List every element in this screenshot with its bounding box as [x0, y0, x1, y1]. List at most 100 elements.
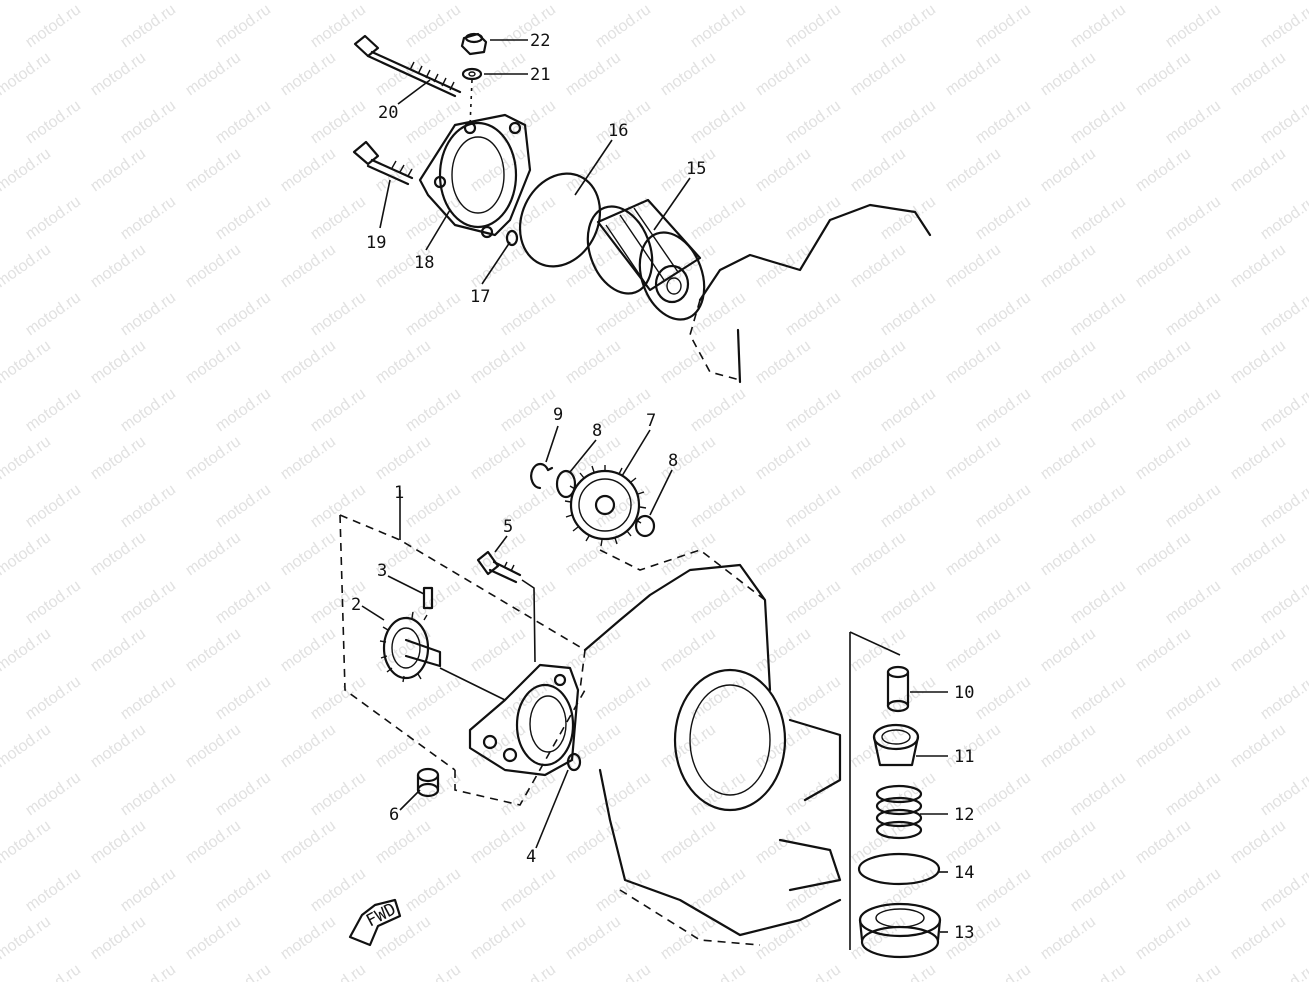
oil-filter-15: [586, 198, 706, 321]
watermark-text: motod.ru: [563, 337, 624, 387]
watermark-text: motod.ru: [688, 961, 749, 982]
watermark-text: motod.ru: [973, 481, 1034, 531]
watermark-text: motod.ru: [878, 97, 939, 147]
watermark-text: motod.ru: [688, 673, 749, 723]
leader-lines: [361, 39, 948, 933]
watermark-text: motod.ru: [658, 433, 719, 483]
watermark-text: motod.ru: [753, 241, 814, 291]
watermark-text: motod.ru: [1228, 145, 1289, 195]
callout-2: 2: [351, 595, 361, 615]
watermark-text: motod.ru: [1038, 529, 1099, 579]
pump-gear-2: [379, 611, 442, 683]
watermark-text: motod.ru: [468, 721, 529, 771]
watermark-text: motod.ru: [278, 625, 339, 675]
watermark-text: motod.ru: [1038, 337, 1099, 387]
callout-10: 10: [954, 683, 974, 703]
callout-8-lower: 8: [668, 451, 678, 471]
watermark-text: motod.ru: [23, 961, 84, 982]
watermark-text: motod.ru: [943, 529, 1004, 579]
watermark-text: motod.ru: [1163, 289, 1224, 339]
watermark-text: motod.ru: [1228, 625, 1289, 675]
watermark-text: motod.ru: [118, 769, 179, 819]
watermark-text: motod.ru: [1258, 769, 1309, 819]
cap-13: [858, 902, 942, 959]
bolt-5-axis-line: [521, 579, 536, 663]
watermark-text: motod.ru: [783, 481, 844, 531]
watermark-text: motod.ru: [848, 529, 909, 579]
watermark-text: motod.ru: [1068, 577, 1129, 627]
watermark-text: motod.ru: [593, 673, 654, 723]
watermark-text: motod.ru: [753, 529, 814, 579]
filter-cover-18: [418, 113, 532, 239]
watermark-text: motod.ru: [878, 865, 939, 915]
watermark-text: motod.ru: [88, 241, 149, 291]
watermark-text: motod.ru: [1163, 865, 1224, 915]
watermark-text: motod.ru: [468, 0, 529, 3]
watermark-text: motod.ru: [878, 577, 939, 627]
callout-19: 19: [366, 233, 386, 253]
watermark-text: motod.ru: [753, 913, 814, 963]
watermark-text: motod.ru: [468, 337, 529, 387]
watermark-text: motod.ru: [1068, 865, 1129, 915]
watermark-text: motod.ru: [0, 49, 54, 99]
watermark-text: motod.ru: [183, 433, 244, 483]
watermark-text: motod.ru: [183, 817, 244, 867]
watermark-text: motod.ru: [753, 625, 814, 675]
callout-7: 7: [646, 411, 656, 431]
watermark-text: motod.ru: [118, 481, 179, 531]
callout-4: 4: [526, 847, 536, 867]
watermark-text: motod.ru: [1133, 817, 1194, 867]
watermark-text: motod.ru: [1258, 1, 1309, 51]
watermark-text: motod.ru: [403, 481, 464, 531]
watermark-text: motod.ru: [973, 673, 1034, 723]
watermark-text: motod.ru: [688, 865, 749, 915]
watermark-text: motod.ru: [403, 673, 464, 723]
watermark-text: motod.ru: [973, 577, 1034, 627]
watermark-text: motod.ru: [563, 625, 624, 675]
watermark-text: motod.ru: [373, 721, 434, 771]
watermark-text: motod.ru: [118, 289, 179, 339]
watermark-text: motod.ru: [1068, 193, 1129, 243]
watermark-text: motod.ru: [848, 241, 909, 291]
o-ring-4: [566, 752, 582, 772]
watermark-text: motod.ru: [278, 49, 339, 99]
watermark-text: motod.ru: [1133, 337, 1194, 387]
watermark-text: motod.ru: [1068, 97, 1129, 147]
callout-13: 13: [954, 923, 974, 943]
watermark-text: motod.ru: [1038, 913, 1099, 963]
watermark-text: motod.ru: [1133, 145, 1194, 195]
watermark-text: motod.ru: [308, 673, 369, 723]
watermark-text: motod.ru: [0, 0, 54, 3]
watermark-text: motod.ru: [278, 0, 339, 3]
watermark-text: motod.ru: [1228, 433, 1289, 483]
watermark-text: motod.ru: [373, 433, 434, 483]
watermark-text: motod.ru: [783, 961, 844, 982]
watermark-text: motod.ru: [973, 385, 1034, 435]
watermark-text: motod.ru: [658, 49, 719, 99]
watermark-text: motod.ru: [278, 337, 339, 387]
engine-case-upper-outline: [689, 203, 932, 384]
watermark-text: motod.ru: [1258, 385, 1309, 435]
watermark-text: motod.ru: [943, 49, 1004, 99]
watermark-text: motod.ru: [1068, 769, 1129, 819]
watermark-text: motod.ru: [1038, 49, 1099, 99]
watermark-text: motod.ru: [753, 49, 814, 99]
watermark-text: motod.ru: [878, 481, 939, 531]
watermark-text: motod.ru: [1163, 193, 1224, 243]
watermark-text: motod.ru: [498, 289, 559, 339]
watermark-text: motod.ru: [498, 961, 559, 982]
watermark-text: motod.ru: [1163, 673, 1224, 723]
watermark-text: motod.ru: [308, 1, 369, 51]
watermark-text: motod.ru: [753, 337, 814, 387]
watermark-text: motod.ru: [973, 961, 1034, 982]
watermark-text: motod.ru: [213, 673, 274, 723]
watermark-text: motod.ru: [0, 625, 54, 675]
callout-21: 21: [530, 65, 550, 85]
watermark-text: motod.ru: [1133, 0, 1194, 3]
watermark-text: motod.ru: [783, 289, 844, 339]
watermark-text: motod.ru: [23, 385, 84, 435]
watermark-text: motod.ru: [658, 817, 719, 867]
watermark-text: motod.ru: [753, 433, 814, 483]
